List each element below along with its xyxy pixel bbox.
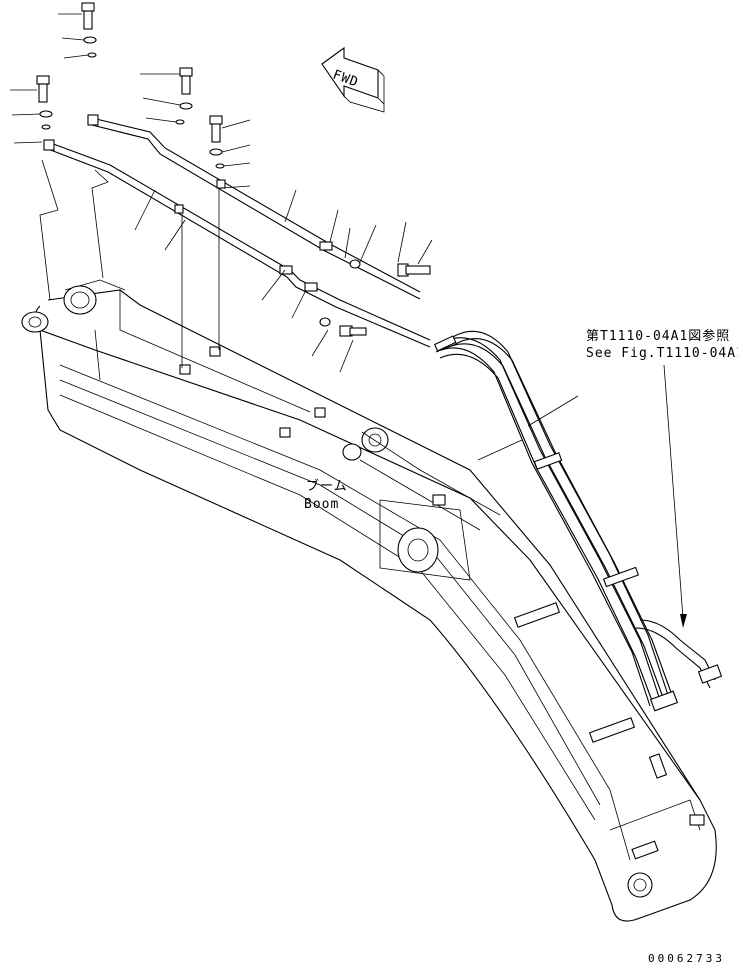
boom-label-jp: ブーム — [306, 478, 348, 494]
leader-lines — [10, 13, 687, 628]
boom-body — [21, 279, 717, 922]
drawing-code: 00062733 — [648, 952, 725, 965]
tube-assembly — [39, 114, 431, 368]
reference-note-jp: 第T1110-04A1図参照 — [586, 328, 730, 344]
boom-label-en: Boom — [304, 497, 339, 512]
hose-bundle — [433, 330, 723, 712]
fwd-arrow-icon: FWD — [321, 46, 385, 113]
reference-note-en: See Fig.T1110-04A1 — [586, 346, 738, 361]
fastener-set-left — [36, 2, 431, 337]
